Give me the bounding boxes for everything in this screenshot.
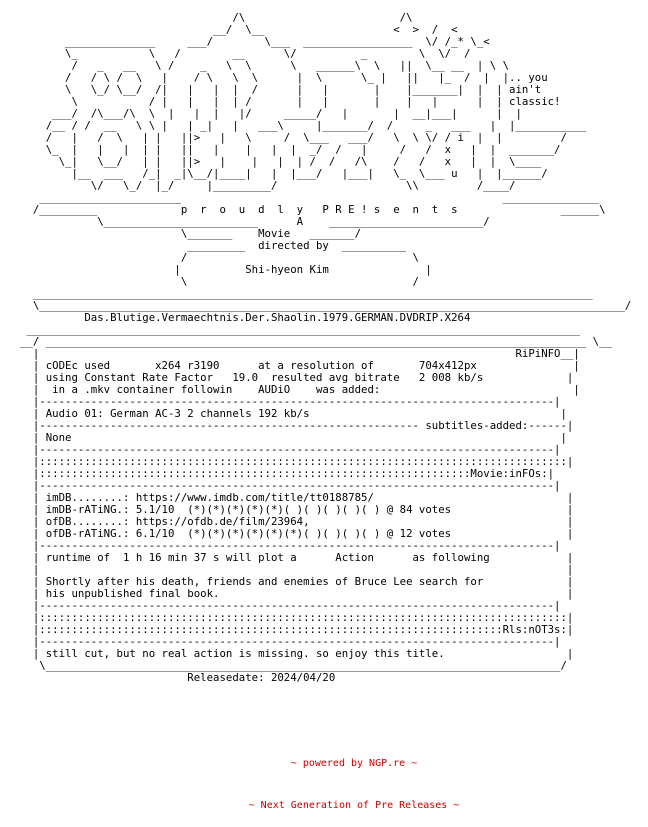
nfo-line: |:::::::::::::::::::::::::::::::::::::::… <box>20 455 574 468</box>
nfo-line: |---------------------------------------… <box>20 479 561 492</box>
nfo-line: | Shi-hyeon Kim | <box>20 263 432 276</box>
nfo-line: _________ directed by __________ <box>20 239 407 252</box>
nfo-line: |:::::::::::::::::::::::::::::::::::::::… <box>20 623 574 636</box>
nfo-line: / | / \ | | ||> | \ / \___ ___/ \ \ \/ /… <box>20 131 567 144</box>
nfo-line: Das.Blutige.Vermaechtnis.Der.Shaolin.197… <box>20 311 471 324</box>
nfo-text: /\ /\ __/ \__ < > / < ______________ ___… <box>20 12 631 684</box>
nfo-line: | None | <box>20 431 567 444</box>
nfo-line: / \ <box>20 251 419 264</box>
nfo-line: / / \ / \ | / \ \ \ | \ \_ | || |_ / | |… <box>20 71 548 84</box>
nfo-line: Releasedate: 2024/04/20 <box>20 671 336 684</box>
nfo-line: __/ ____________________________________… <box>20 335 612 348</box>
nfo-line: |:::::::::::::::::::::::::::::::::::::::… <box>20 467 555 480</box>
nfo-line: | still cut, but no real action is missi… <box>20 647 574 660</box>
nfo-line: | RiPiNFO__| <box>20 347 580 360</box>
footer: ~ powered by NGP.re ~ ~ Next Generation … <box>0 729 648 827</box>
nfo-line: | | <box>20 563 574 576</box>
nfo-line: | cODEc used x264 r3190 at a resolution … <box>20 359 580 372</box>
nfo-line: /_________ p r o u d l y P R E ! s e n t… <box>20 203 606 216</box>
nfo-line: \ \_/ \__/ /| | | | / | | | |_______| | … <box>20 83 542 96</box>
nfo-line: | Audio 01: German AC-3 2 channels 192 k… <box>20 407 567 420</box>
nfo-line: ________________________________________… <box>20 287 593 300</box>
nfo-line: | in a .mkv container followin AUDiO was… <box>20 383 580 396</box>
nfo-line: \_______________________________________… <box>20 299 632 312</box>
nfo-line: | ofDB........: https://ofdb.de/film/239… <box>20 515 574 528</box>
nfo-line: /\ /\ <box>20 11 413 24</box>
nfo-line: | his unpublished final book. | <box>20 587 574 600</box>
nfo-line: \ / | | | | / | | | | | | | classic! <box>20 95 561 108</box>
nfo-line: \_| \__/ | | ||> | | | | / / /\ / / x | … <box>20 155 542 168</box>
nfo-line: \________________________ A ____________… <box>20 215 490 228</box>
nfo-line: | runtime of 1 h 16 min 37 s will plot a… <box>20 551 574 564</box>
nfo-line: ______________ ___/ \___ _______________… <box>20 35 490 48</box>
nfo-line: \_______________________________________… <box>20 659 567 672</box>
nfo-line: \ / <box>20 275 419 288</box>
nfo-line: |---------------------------------------… <box>20 599 561 612</box>
nfo-line: \_ \ / __ \/ _ \ \/ / <box>20 47 471 60</box>
nfo-line: | imDB-rATiNG.: 5.1/10 (*)(*)(*)(*)(*)( … <box>20 503 574 516</box>
nfo-line: __/ \__ < > / < <box>20 23 458 36</box>
nfo-line: |---------------------------------------… <box>20 443 561 456</box>
nfo-line: |:::::::::::::::::::::::::::::::::::::::… <box>20 611 574 624</box>
nfo-line: |__ ___ /_| _|\__/|____| | |___/ |___| \… <box>20 167 548 180</box>
nfo-line: / _ __ \ / _ \ \ \ ______\ \ || \__ __ |… <box>20 59 510 72</box>
nfo-line: \/ \_/ |_/ |_________/ \\ /____/ <box>20 179 516 192</box>
nfo-line: |---------------------------------------… <box>20 419 574 432</box>
nfo-line: \_ | | | | | || | | | | _/ / | / / x | |… <box>20 143 561 156</box>
powered-by-text: ~ powered by NGP.re ~ <box>290 758 418 769</box>
nfo-line: |---------------------------------------… <box>20 539 561 552</box>
nfo-line: | Shortly after his death, friends and e… <box>20 575 574 588</box>
nfo-line: ________________________________________… <box>20 323 580 336</box>
nfo-line: | ofDB-rATiNG.: 6.1/10 (*)(*)(*)(*)(*)(*… <box>20 527 574 540</box>
nfo-line: /__ / / __ \ \ | | _| | ___\ |_______/ /… <box>20 119 587 132</box>
nfo-line: \_______ Movie _______/ <box>20 227 362 240</box>
ngp-tagline-text: ~ Next Generation of Pre Releases ~ <box>248 800 460 811</box>
nfo-line: |---------------------------------------… <box>20 395 561 408</box>
nfo-line: | imDB........: https://www.imdb.com/tit… <box>20 491 574 504</box>
nfo-line: ______________________ _______________ <box>20 191 600 204</box>
nfo-line: | using Constant Rate Factor 19.0 result… <box>20 371 574 384</box>
nfo-line: |---------------------------------------… <box>20 635 561 648</box>
nfo-line: ___/ /\___/\ \ | | | |/ _____/ | | __|__… <box>20 107 522 120</box>
